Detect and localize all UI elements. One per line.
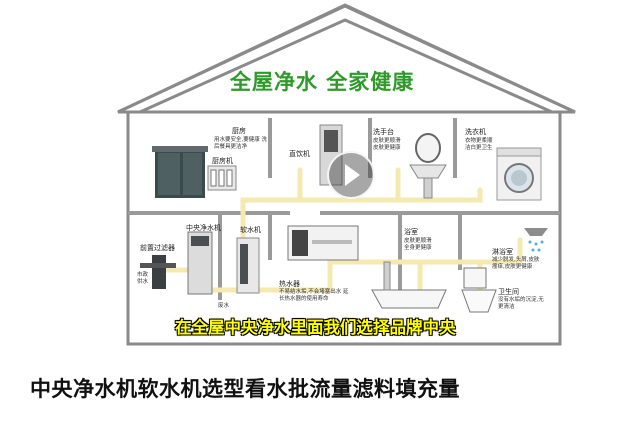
washbasin-title: 洗手台 (373, 128, 394, 136)
article-caption[interactable]: 中央净水机软水机选型看水批流量滤料填充量 (30, 377, 460, 401)
roof-line (117, 4, 576, 114)
bathroom-title: 浴室 (404, 228, 418, 236)
bathtub-icon (371, 261, 447, 309)
headline: 全屋净水 全家健康 (230, 70, 415, 94)
play-icon (345, 164, 360, 186)
toilet-icon (461, 267, 497, 313)
shower-title: 淋浴室 (492, 248, 513, 256)
washer-desc: 衣物更柔顺 洁白更卫生 (465, 138, 493, 151)
faucet-label: 废水 (218, 303, 230, 309)
shower-icon (524, 228, 548, 252)
water-heater-title: 热水器 (279, 280, 300, 288)
direct-drinker-label: 直饮机 (289, 150, 310, 158)
municipal-water-label: 市政 供水 (137, 272, 149, 285)
bathroom-desc: 皮肤更顺滑 全身更健康 (404, 238, 432, 251)
sink-icon (409, 133, 447, 199)
kitchen-cabinet-icon (152, 146, 208, 198)
kitchen-unit-label: 厨房机 (212, 157, 233, 165)
kitchen-purifier-icon (207, 165, 237, 191)
play-button[interactable] (327, 151, 375, 199)
water-heater-icon (287, 225, 359, 261)
washing-machine-icon (496, 147, 542, 201)
washer-title: 洗衣机 (465, 128, 486, 136)
softener-icon (236, 237, 260, 294)
video-subtitle: 在全屋中央净水里面我们选择品牌中央 (175, 318, 456, 337)
toilet-desc: 没有水垢的沉淀,无 更清洁 (498, 297, 544, 310)
prefilter-label: 前置过滤器 (140, 244, 175, 252)
central-purifier-label: 中央净水机 (186, 224, 221, 232)
toilet-title: 卫生间 (498, 288, 519, 296)
filter-tank-icon (140, 255, 176, 289)
kitchen-title: 厨房 (232, 127, 246, 135)
kitchen-desc: 用水要安全,要健康 洗后餐具更洁净 (214, 137, 267, 150)
shower-desc: 减少脱发,头屑,皮肤 瘙痒,皮肤更健康 (492, 257, 540, 270)
washbasin-desc: 皮肤更顺滑 皮肤更健康 (373, 138, 401, 151)
water-heater-desc: 不易结水垢,不会堵塞出水 延长热水器的使用寿命 (279, 289, 349, 302)
central-purifier-icon (187, 231, 213, 295)
softener-label: 软水机 (240, 226, 261, 234)
